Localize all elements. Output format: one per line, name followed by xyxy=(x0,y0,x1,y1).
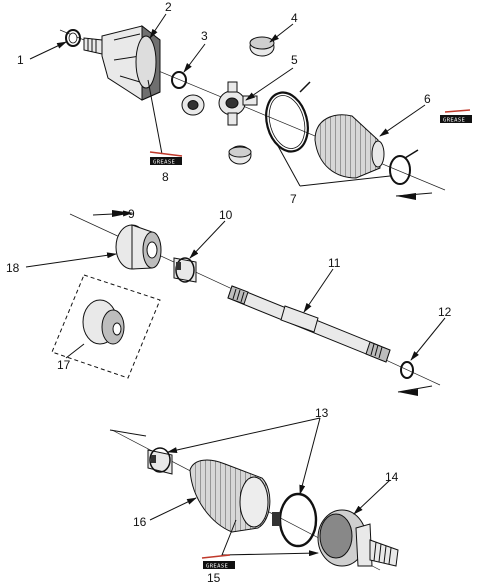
part-4-roller-bearing xyxy=(249,36,275,57)
callout-numbers: 1 2 3 4 5 6 7 8 9 10 11 12 13 14 15 16 1… xyxy=(6,0,452,585)
part-5-tripod-spider xyxy=(218,81,258,126)
callout-16: 16 xyxy=(133,515,147,529)
part-7-boot-clip-large xyxy=(265,81,311,153)
roller-bearing-left xyxy=(181,94,205,116)
callout-4: 4 xyxy=(291,11,298,25)
part-13-clamp-large xyxy=(272,492,318,548)
callout-14: 14 xyxy=(385,470,399,484)
callout-17: 17 xyxy=(57,358,71,372)
callout-13: 13 xyxy=(315,406,329,420)
leader-lines xyxy=(25,13,446,557)
callout-15: 15 xyxy=(207,571,221,585)
callout-3: 3 xyxy=(201,29,208,43)
shaft-assembly xyxy=(51,213,441,386)
callout-12: 12 xyxy=(438,305,452,319)
roller-bearing-bottom xyxy=(228,145,252,165)
grease-tag-middle: GREASE xyxy=(149,151,183,166)
part-13-clamp-small xyxy=(147,447,173,475)
part-11-driveshaft xyxy=(227,285,391,363)
part-14-outer-cv-joint xyxy=(317,509,399,567)
grease-tag-top-label: GREASE xyxy=(443,118,465,124)
part-7-boot-clip-small xyxy=(389,149,419,185)
part-10-clamp xyxy=(173,257,197,283)
callout-7: 7 xyxy=(290,192,297,206)
inner-joint-assembly xyxy=(59,24,446,191)
grease-tag-bottom-label: GREASE xyxy=(206,564,228,570)
part-12-circlip xyxy=(400,361,414,379)
grease-tag-top: GREASE xyxy=(440,109,472,124)
callout-5: 5 xyxy=(291,53,298,67)
part-18-damper xyxy=(115,224,162,270)
axis-arrow-top xyxy=(396,193,416,200)
grease-tag-middle-label: GREASE xyxy=(153,160,175,166)
callout-6: 6 xyxy=(424,92,431,106)
part-6-inner-boot xyxy=(314,114,385,179)
callout-2: 2 xyxy=(165,0,172,14)
callout-8: 8 xyxy=(162,170,169,184)
part-16-outer-boot xyxy=(189,459,271,533)
grease-tag-bottom: GREASE xyxy=(201,554,235,570)
callout-18: 18 xyxy=(6,261,20,275)
callout-9: 9 xyxy=(128,207,135,221)
part-2-joint-housing xyxy=(83,24,161,101)
callout-11: 11 xyxy=(328,256,341,270)
part-1-circlip xyxy=(65,29,81,47)
axis-arrow-left xyxy=(112,210,132,217)
part-3-circlip xyxy=(171,71,187,89)
callout-1: 1 xyxy=(17,53,24,67)
part-17-alternate-damper xyxy=(51,274,161,379)
outer-joint-assembly xyxy=(111,429,399,571)
callout-10: 10 xyxy=(219,208,233,222)
axis-arrow-middle xyxy=(398,389,418,396)
